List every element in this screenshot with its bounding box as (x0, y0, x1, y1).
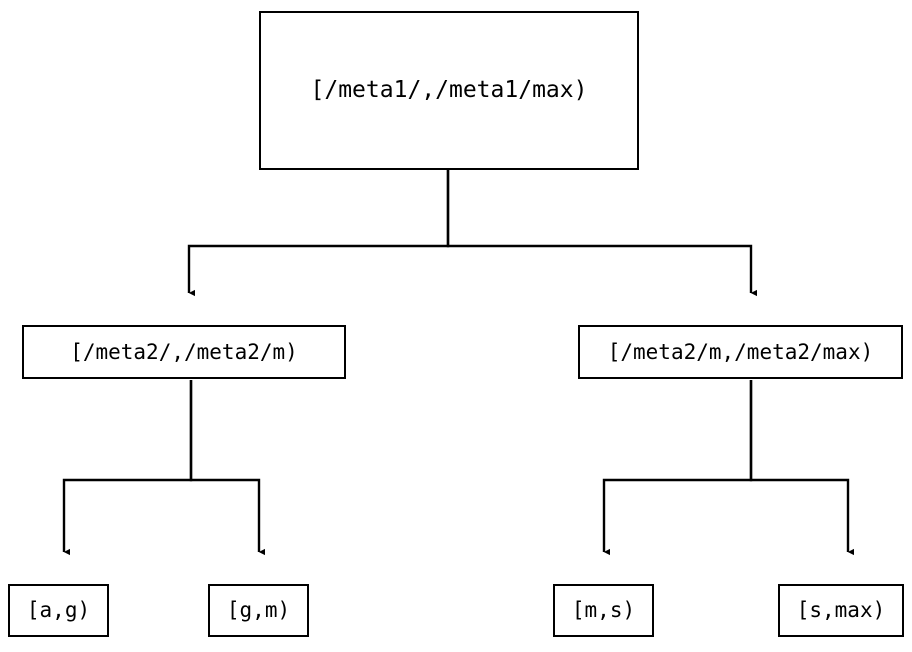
node-root-interval[interactable]: [/meta1/,/meta1/max) (259, 11, 639, 170)
edge-meta2-high-to-leaf-s-max (749, 380, 855, 556)
node-meta2-high-label: [/meta2/m,/meta2/max) (607, 339, 874, 364)
node-meta2-low-label: [/meta2/,/meta2/m) (70, 339, 298, 364)
edge-meta2-low-to-leaf-a-g (62, 380, 193, 556)
node-leaf-g-m-label: [g,m) (226, 598, 291, 622)
node-leaf-a-g-label: [a,g) (26, 598, 91, 622)
node-leaf-s-max[interactable]: [s,max) (778, 584, 904, 637)
edge-meta2-low-to-leaf-g-m (189, 380, 266, 556)
node-leaf-a-g[interactable]: [a,g) (8, 584, 109, 637)
node-root-label: [/meta1/,/meta1/max) (310, 77, 588, 103)
node-leaf-s-max-label: [s,max) (796, 598, 886, 622)
node-leaf-g-m[interactable]: [g,m) (208, 584, 309, 637)
node-leaf-m-s[interactable]: [m,s) (553, 584, 654, 637)
node-meta2-low-interval[interactable]: [/meta2/,/meta2/m) (22, 325, 346, 379)
edge-meta2-high-to-leaf-m-s (602, 380, 753, 556)
node-leaf-m-s-label: [m,s) (571, 598, 636, 622)
edge-root-to-meta2-high (446, 170, 758, 297)
edge-root-to-meta2-low (187, 170, 450, 297)
node-meta2-high-interval[interactable]: [/meta2/m,/meta2/max) (578, 325, 903, 379)
